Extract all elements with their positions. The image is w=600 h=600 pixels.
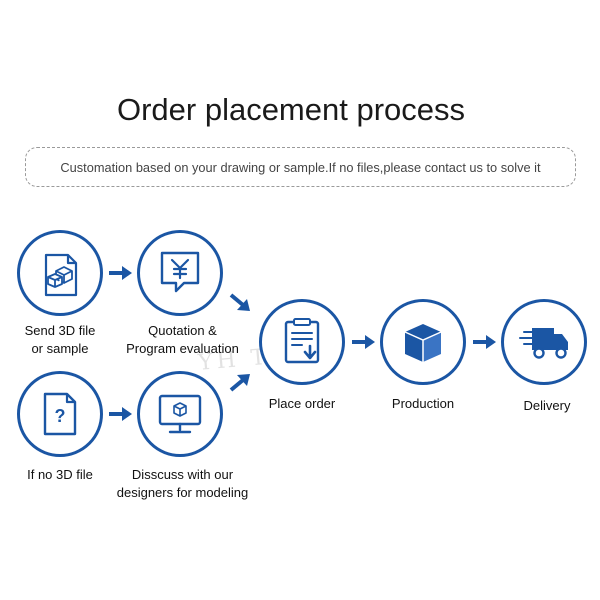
arrow-up-right-icon	[229, 374, 250, 392]
truck-icon	[519, 328, 568, 359]
arrow-right-icon	[473, 335, 496, 349]
step-send-3d-file-label: Send 3D file or sample	[24, 323, 96, 356]
clipboard-download-icon	[284, 318, 320, 364]
subtitle-box: Customation based on your drawing or sam…	[25, 147, 576, 187]
step-send-3d-file	[17, 230, 103, 316]
step-no-3d-file: ?	[17, 371, 103, 457]
step-no-3d-file-label: If no 3D file	[27, 467, 93, 482]
subtitle-text: Customation based on your drawing or sam…	[60, 159, 541, 175]
arrow-right-icon	[352, 335, 375, 349]
arrow-right-icon	[109, 266, 132, 280]
box-icon	[404, 324, 442, 362]
cubes-document-icon	[44, 253, 78, 297]
monitor-cube-icon	[158, 394, 202, 434]
step-quotation-label: Quotation & Program evaluation	[126, 323, 239, 356]
question-document-icon: ?	[43, 392, 77, 436]
step-delivery-label: Delivery	[523, 398, 571, 413]
yen-chat-icon	[160, 251, 200, 293]
step-production	[380, 299, 466, 385]
page-title: Order placement process	[116, 92, 466, 127]
step-quotation	[137, 230, 223, 316]
step-production-label: Production	[391, 396, 455, 411]
arrow-right-icon	[109, 407, 132, 421]
step-delivery	[501, 299, 587, 385]
step-discuss-modeling	[137, 371, 223, 457]
arrow-down-right-icon	[229, 293, 250, 311]
step-place-order	[259, 299, 345, 385]
step-place-order-label: Place order	[268, 396, 336, 411]
step-discuss-modeling-label: Disscuss with our designers for modeling	[116, 467, 249, 500]
svg-text:?: ?	[55, 406, 66, 426]
